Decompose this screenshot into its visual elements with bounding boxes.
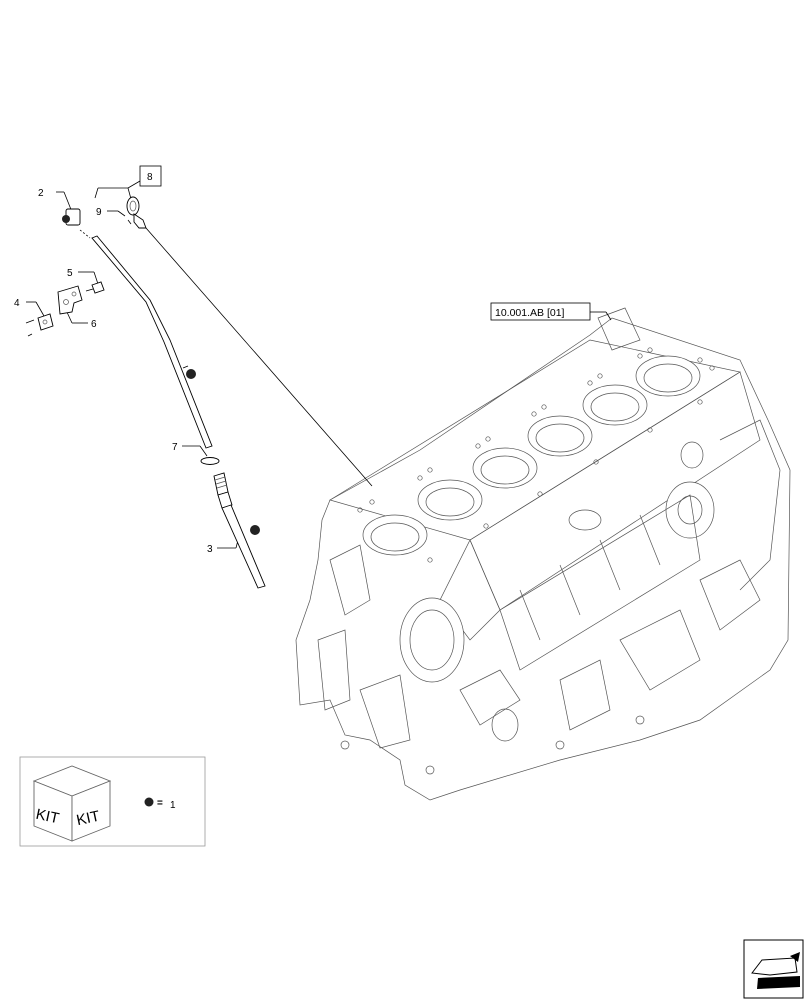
- callout-6: 6: [91, 319, 97, 330]
- screw-part-5: [91, 281, 105, 294]
- dipstick-assembly: [27, 196, 266, 589]
- previous-page-arrow-icon[interactable]: [743, 939, 804, 999]
- kit-label-left: KIT: [34, 806, 60, 827]
- callout-8-box: [139, 165, 162, 187]
- callout-5: 5: [67, 268, 73, 279]
- kit-box-icon: KIT KIT: [32, 765, 112, 842]
- bolt-holes: [357, 347, 715, 563]
- dipstick-handle: [126, 196, 140, 216]
- legend-quantity: 1: [170, 800, 176, 811]
- engine-block-drawing: [295, 307, 791, 801]
- callout-7: 7: [172, 442, 178, 453]
- o-ring-part-7: [200, 457, 220, 465]
- cylinder-bores: [362, 355, 701, 556]
- callout-4: 4: [14, 298, 20, 309]
- bracket-part-6: [57, 285, 83, 315]
- kit-label-right: KIT: [75, 808, 101, 829]
- kit-dot-icon: [144, 797, 154, 807]
- callout-labels: 2 5 4 6 7 3 9 8: [14, 165, 213, 555]
- callout-3: 3: [207, 544, 213, 555]
- callout-2: 2: [38, 188, 44, 199]
- kit-dot-icon: [62, 215, 70, 223]
- kit-dot-icon: [186, 369, 196, 379]
- reference-label[interactable]: 10.001.AB [01]: [495, 307, 565, 319]
- callout-8: 8: [147, 172, 153, 183]
- clip-part-4: [37, 313, 54, 331]
- kit-dot-icon: [250, 525, 260, 535]
- callout-9: 9: [96, 207, 102, 218]
- legend-equals: =: [157, 798, 163, 809]
- reference-link[interactable]: 10.001.AB [01]: [490, 302, 591, 321]
- kit-markers: [62, 215, 260, 535]
- crankcase-details: [317, 307, 781, 775]
- kit-legend: KIT KIT = 1: [19, 756, 206, 847]
- guide-tube: [91, 235, 213, 449]
- lower-tube-part-3: [221, 504, 266, 589]
- reference-box: [490, 302, 591, 321]
